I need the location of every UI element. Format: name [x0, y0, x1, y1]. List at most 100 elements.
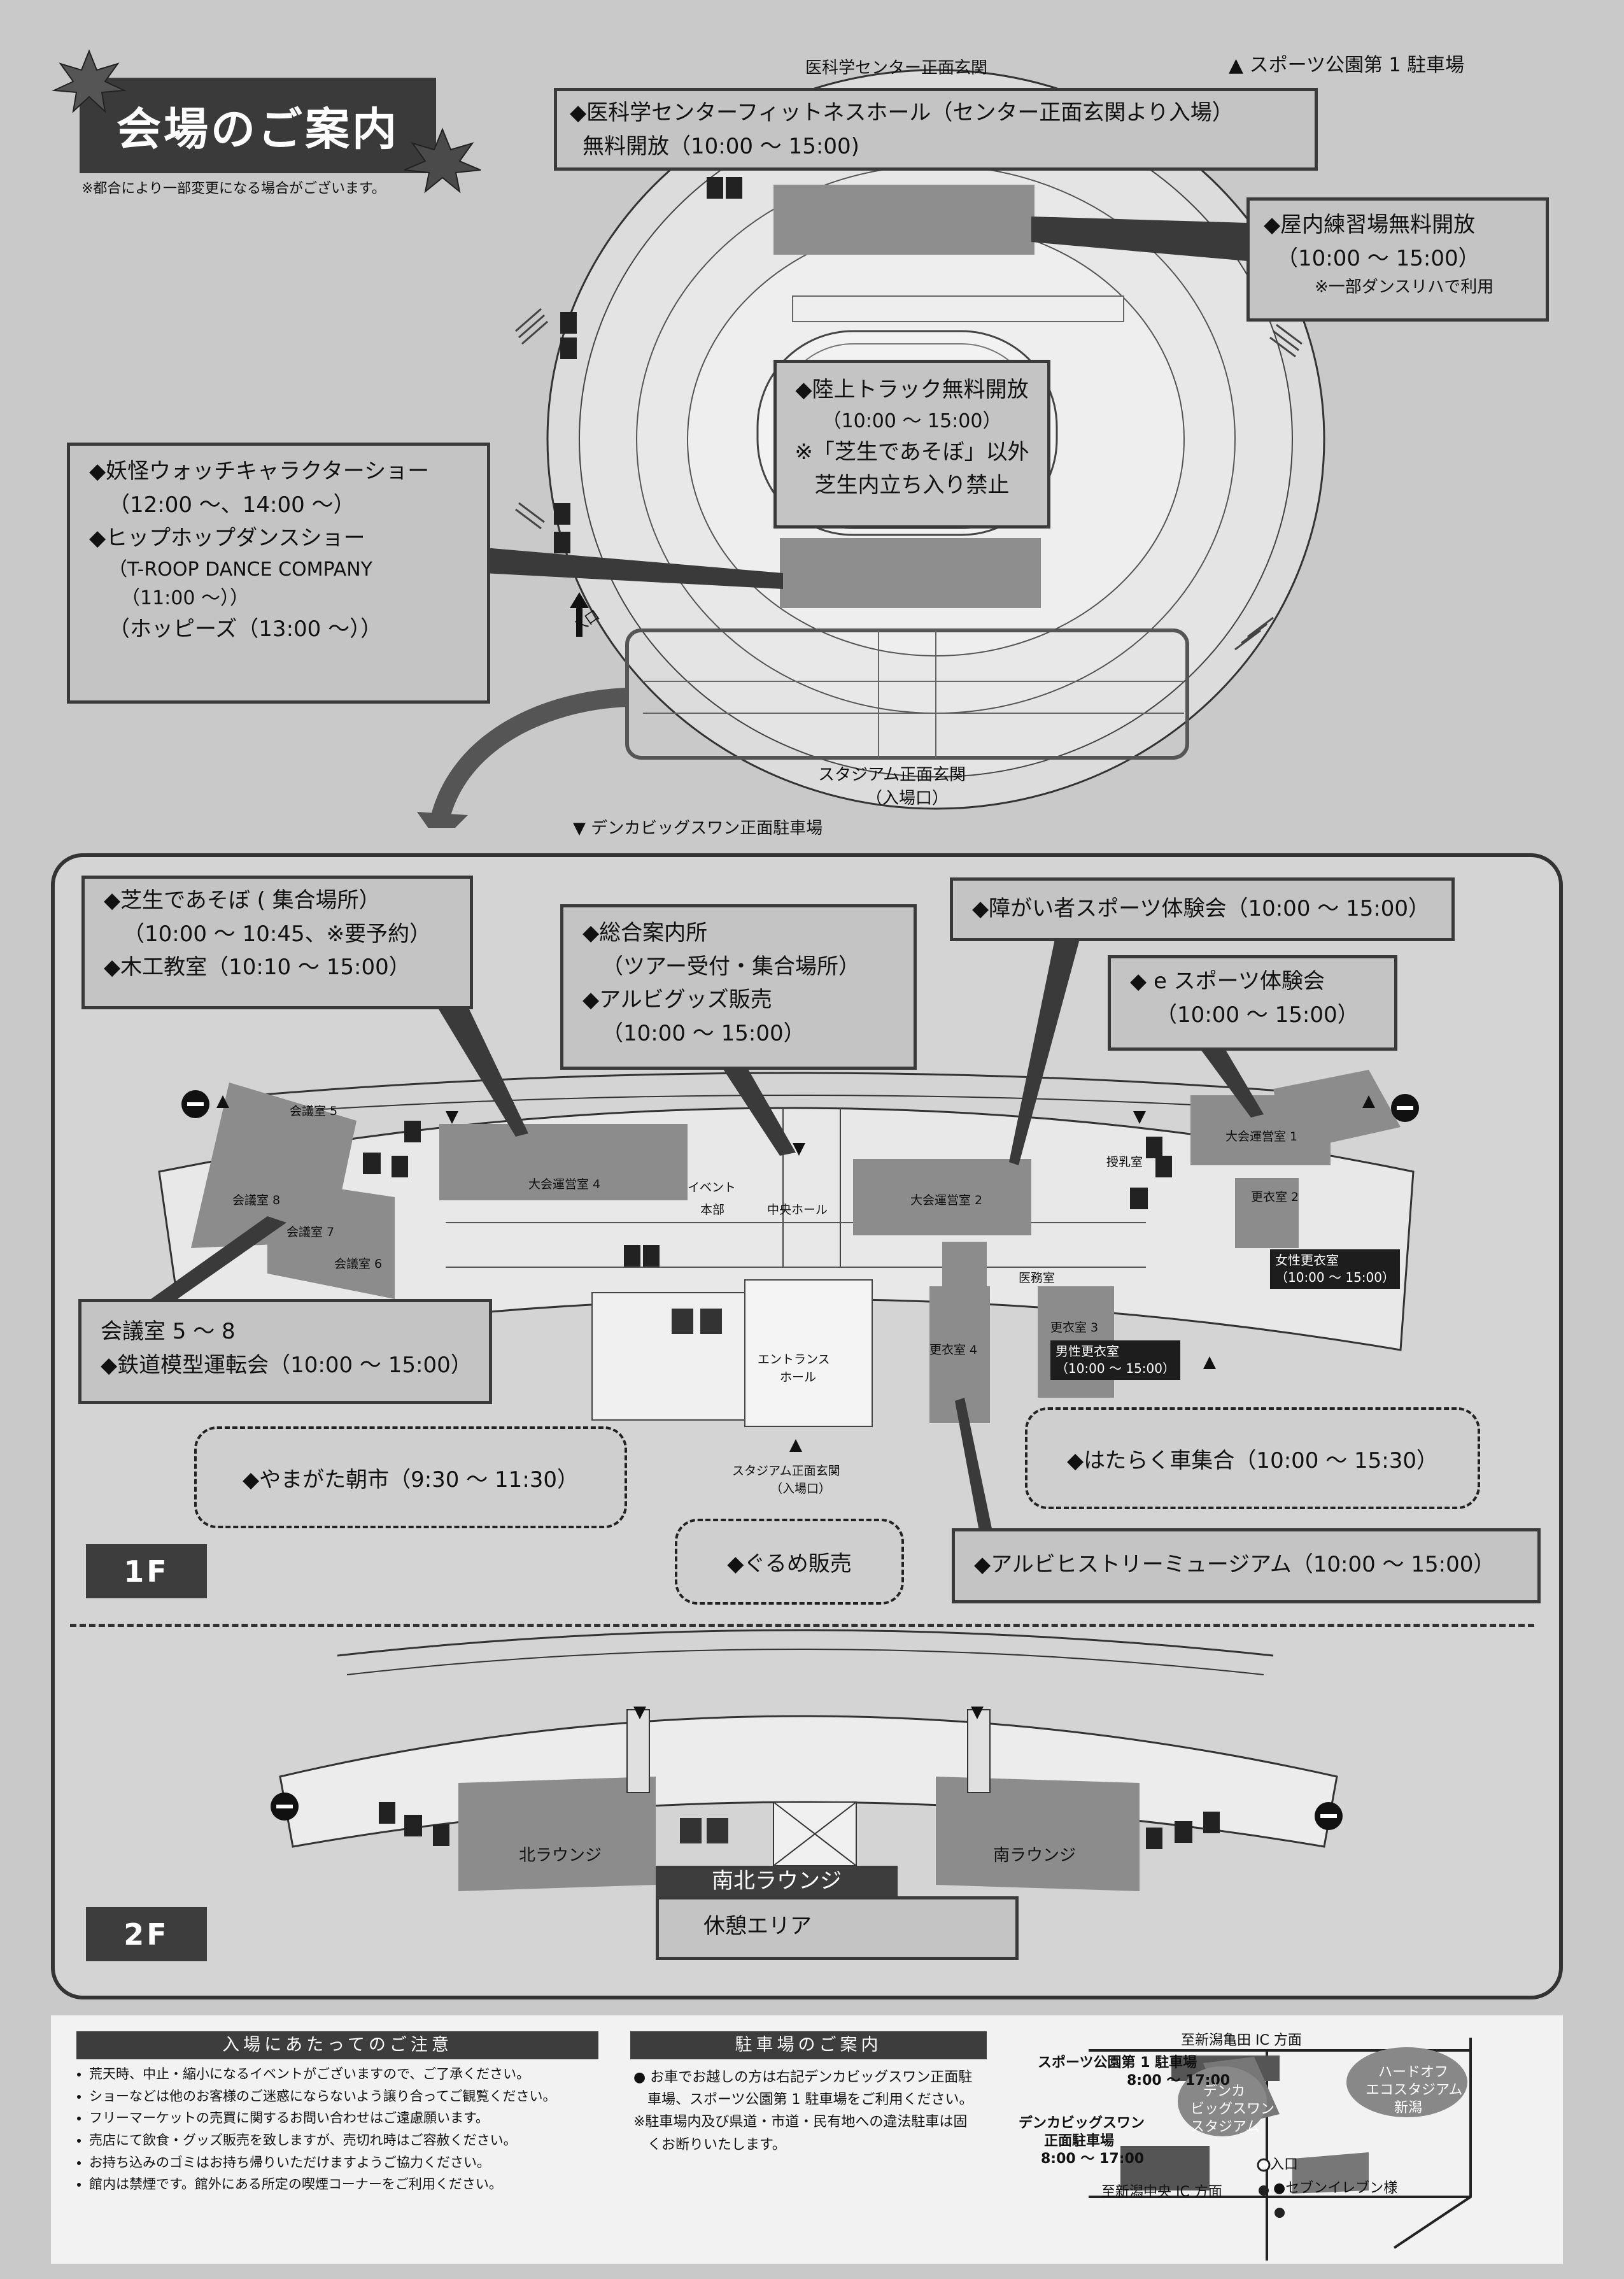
- floor-1f-label: 1F: [86, 1544, 207, 1598]
- elevator-icon: [700, 1309, 722, 1334]
- restroom-icon: [433, 1824, 449, 1846]
- north-lounge-label: 北ラウンジ: [519, 1846, 602, 1865]
- restroom-icon: [560, 312, 577, 334]
- room-label: 更衣室 2: [1251, 1190, 1299, 1204]
- callout-disability-sports: ◆障がい者スポーツ体験会（10:00 ～ 15:00）: [950, 877, 1455, 941]
- elevator-icon: [680, 1818, 702, 1843]
- room-label: ホール: [780, 1370, 817, 1384]
- access-stadium2: ビッグスワン: [1190, 2101, 1275, 2117]
- room-office4: [439, 1124, 688, 1200]
- rest-area-box: 休憩エリア: [656, 1896, 1019, 1960]
- floor-divider: [70, 1624, 1534, 1627]
- room-meeting: [942, 1242, 987, 1293]
- access-hardoff3: 新潟: [1394, 2100, 1423, 2116]
- wheelchair-icon: [404, 1815, 422, 1836]
- restroom-icon: [554, 532, 570, 553]
- restroom-icon: [726, 177, 742, 199]
- callout-fitness-hall: ◆医科学センターフィットネスホール（センター正面玄関より入場） 無料開放（10:…: [554, 88, 1318, 171]
- wheelchair-icon: [363, 1153, 381, 1174]
- room-label: スタジアム正面玄関: [732, 1464, 840, 1478]
- wheelchair-icon: [1175, 1821, 1192, 1843]
- access-hardoff2: エコスタジアム: [1366, 2082, 1463, 2098]
- restroom-icon: [1203, 1812, 1220, 1833]
- elevator-icon: [672, 1309, 693, 1334]
- callout-lawn: ◆芝生であそぼ ( 集合場所） （10:00 ～ 10:45、※要予約） ◆木工…: [81, 876, 473, 1009]
- disclaimer-note: ※都合により一部変更になる場合がございます。: [81, 181, 386, 197]
- south-gate-sub: （入場口）: [866, 789, 949, 808]
- elevator-icon: [707, 1818, 728, 1843]
- male-locker-label: 男性更衣室 （10:00 ～ 15:00）: [1050, 1340, 1180, 1380]
- female-locker-label: 女性更衣室 （10:00 ～ 15:00）: [1270, 1249, 1400, 1289]
- restroom-icon: [392, 1156, 408, 1177]
- room-office1: [1190, 1095, 1331, 1165]
- restroom-icon: [1146, 1137, 1162, 1158]
- room-label: 授乳室: [1106, 1155, 1143, 1169]
- access-parking1-hours: 8:00 ～ 17:00: [1127, 2073, 1231, 2089]
- page-title: 会場のご案内: [80, 78, 436, 173]
- room-label: 会議室 8: [232, 1193, 281, 1207]
- arrow-up-icon: [570, 592, 589, 637]
- restroom-icon: [707, 177, 723, 199]
- access-north-label: 至新潟亀田 IC 方面: [1181, 2033, 1302, 2048]
- wheelchair-icon: [1130, 1188, 1148, 1209]
- restroom-icon: [379, 1802, 395, 1824]
- callout-track: ◆陸上トラック無料開放 （10:00 ～ 15:00） ※「芝生であそぼ」以外 …: [773, 360, 1050, 529]
- access-stadium: デンカ: [1203, 2084, 1246, 2099]
- access-south-label: 至新潟中央 IC 方面: [1101, 2184, 1222, 2200]
- callout-history-museum: ◆アルビヒストリーミュージアム（10:00 ～ 15:00）: [952, 1528, 1541, 1603]
- notes-item: フリーマーケットの売買に関するお問い合わせはご遠慮願います。: [89, 2107, 556, 2129]
- callout-shows: ◆妖怪ウォッチキャラクターショー （12:00 ～、14:00 ～） ◆ヒップホ…: [67, 443, 490, 704]
- access-entrance: 入口: [1270, 2157, 1299, 2173]
- restroom-icon: [560, 337, 577, 359]
- room-label: 大会運営室 4: [528, 1177, 601, 1191]
- area-yamagata-market: ◆やまがた朝市（9:30 ～ 11:30）: [194, 1426, 627, 1528]
- restroom-icon: [554, 503, 570, 525]
- floor2-plan: [279, 1629, 1338, 1891]
- room-label: 大会運営室 2: [910, 1193, 983, 1207]
- restroom-icon: [1146, 1828, 1162, 1849]
- room-label: 更衣室 4: [929, 1343, 978, 1357]
- access-parking1-label: スポーツ公園第 1 駐車場: [1038, 2055, 1197, 2071]
- notes-item: お持ち込みのゴミはお持ち帰りいただけますようご協力ください。: [89, 2152, 556, 2174]
- room-label: 会議室 5: [290, 1104, 338, 1118]
- room-label: 医務室: [1019, 1271, 1056, 1285]
- callout-info: ◆総合案内所 （ツアー受付・集合場所） ◆アルビグッズ販売 （10:00 ～ 1…: [560, 904, 917, 1070]
- floor-2f-label: 2F: [86, 1907, 207, 1961]
- access-bigswan-parking2: 正面駐車場: [1044, 2133, 1115, 2149]
- area-working-vehicles: ◆はたらく車集合（10:00 ～ 15:30）: [1025, 1407, 1480, 1509]
- no-entry-icon: [1391, 1094, 1419, 1122]
- notes-item: ショーなどは他のお客様のご迷惑にならないよう譲り合ってご観覧ください。: [89, 2085, 556, 2108]
- notes-item: 売店にて飲食・グッズ販売を致しますが、売切れ時はご容赦ください。: [89, 2129, 556, 2152]
- callout-esports: ◆ e スポーツ体験会 （10:00 ～ 15:00）: [1108, 955, 1397, 1051]
- no-entry-icon: [181, 1090, 209, 1118]
- access-bigswan-hours: 8:00 ～ 17:00: [1041, 2151, 1145, 2167]
- maple-leaf-icon: [404, 127, 481, 194]
- no-entry-icon: [271, 1793, 299, 1821]
- access-map: [1089, 2038, 1472, 2261]
- access-seven-eleven: ●セブンイレブン様: [1273, 2180, 1398, 2196]
- parking1-label: ▲ スポーツ公園第 1 駐車場: [1229, 54, 1465, 76]
- restroom-icon: [624, 1245, 640, 1267]
- notes-list: 荒天時、中止・縮小になるイベントがございますので、ご了承ください。 ショーなどは…: [64, 2063, 556, 2196]
- restroom-icon: [643, 1245, 660, 1267]
- parking-heading: 駐車場のご案内: [630, 2031, 987, 2059]
- notes-heading: 入場にあたってのご注意: [76, 2031, 598, 2059]
- south-gate-label: スタジアム正面玄関: [818, 765, 966, 785]
- bigswan-parking-label: ▼ デンカビッグスワン正面駐車場: [573, 819, 823, 838]
- room-label: （入場口）: [770, 1482, 831, 1496]
- notes-item: 館内は禁煙です。館外にある所定の喫煙コーナーをご利用ください。: [89, 2173, 556, 2196]
- room-locker2: [1235, 1178, 1299, 1248]
- room-label: 更衣室 3: [1050, 1321, 1099, 1335]
- access-hardoff: ハードオフ: [1378, 2064, 1449, 2080]
- room-label: エントランス: [758, 1352, 830, 1367]
- parking-info: ● お車でお越しの方は右記デンカビッグスワン正面駐 車場、スポーツ公園第 1 駐…: [633, 2070, 973, 2153]
- access-stadium3: スタジアム: [1190, 2119, 1260, 2135]
- area-gourmet: ◆ぐるめ販売: [675, 1519, 904, 1605]
- restroom-icon: [404, 1121, 421, 1142]
- room-label: 中央ホール: [767, 1203, 828, 1217]
- south-lounge-label: 南ラウンジ: [993, 1846, 1077, 1865]
- callout-meeting-rooms: 会議室 5 ～ 8 ◆鉄道模型運転会（10:00 ～ 15:00）: [78, 1299, 492, 1404]
- access-bigswan-parking: デンカビッグスワン: [1019, 2115, 1145, 2131]
- room-label: 会議室 7: [286, 1225, 335, 1239]
- ns-lounge-tab: 南北ラウンジ: [656, 1866, 898, 1896]
